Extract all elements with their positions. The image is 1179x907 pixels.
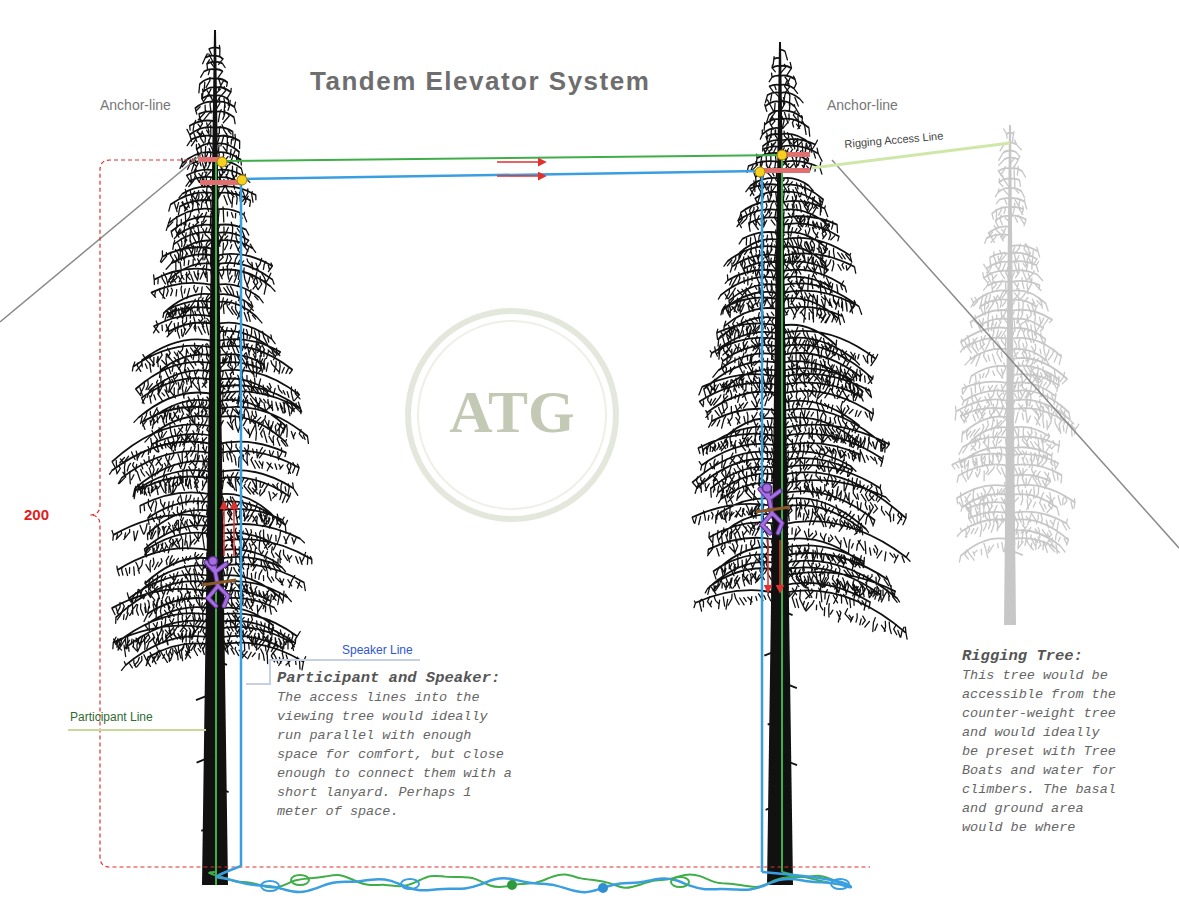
speaker-rope	[240, 179, 243, 866]
anchor-sling	[760, 168, 810, 173]
participant-note: Participant and Speaker: The access line…	[277, 668, 519, 820]
trees	[110, 30, 1079, 885]
climber-figure	[756, 484, 790, 534]
anchor-line-label: Anchor-line	[827, 97, 898, 113]
rigging-access-line	[812, 143, 1010, 168]
pulley	[777, 150, 787, 160]
tree-foliage	[110, 46, 312, 671]
tree-illustration	[692, 42, 910, 885]
participant-rope	[222, 155, 782, 161]
tree-illustration	[952, 125, 1079, 625]
direction-arrow	[497, 161, 545, 163]
watermark-ring	[408, 311, 616, 519]
climbers	[202, 484, 790, 607]
tree-foliage	[952, 129, 1079, 562]
direction-arrow	[223, 502, 225, 556]
participant-line-label: Participant Line	[70, 710, 153, 724]
height-dimension-value: 200	[24, 506, 49, 523]
watermark-logo: ATG	[422, 378, 602, 447]
direction-arrow	[779, 540, 781, 592]
rope-bag	[598, 883, 608, 893]
climber-figure	[763, 484, 772, 493]
rope-loop	[831, 879, 849, 889]
anchor-line	[0, 153, 203, 322]
rope-loop	[401, 879, 419, 889]
anchor-line-label: Anchor-line	[100, 97, 171, 113]
leader-line	[68, 729, 206, 731]
note-heading: Participant and Speaker:	[277, 669, 500, 687]
participant-rope	[215, 160, 217, 885]
rope-coil	[209, 872, 841, 888]
direction-arrow	[497, 175, 545, 177]
height-dimension	[90, 160, 870, 867]
note-heading: Rigging Tree:	[962, 647, 1124, 665]
note-body: This tree would be accessible from the c…	[962, 668, 1116, 835]
speaker-rope	[242, 171, 760, 179]
rope-loop	[291, 875, 309, 885]
speaker-line-label: Speaker Line	[342, 643, 413, 657]
climber-figure	[202, 580, 236, 585]
direction-arrow	[233, 502, 235, 556]
climber-figure	[756, 507, 790, 512]
direction-arrow	[767, 540, 769, 592]
participant-rope	[781, 155, 783, 872]
diagram-title: Tandem Elevator System	[310, 66, 650, 97]
pulley	[217, 157, 227, 167]
rigging-access-label: Rigging Access Line	[844, 129, 944, 150]
rope-bag	[507, 880, 517, 890]
ground-rope-coils	[209, 866, 851, 893]
climber-figure	[209, 557, 218, 566]
rope-coil	[217, 866, 851, 892]
pulley	[237, 175, 247, 185]
rope-loop	[671, 877, 689, 887]
rope-loop	[261, 881, 279, 891]
rigging-tree-note: Rigging Tree: This tree would be accessi…	[962, 647, 1124, 836]
anchor-sling	[200, 180, 242, 185]
note-body: The access lines into the viewing tree w…	[277, 690, 512, 819]
watermark-ring	[418, 321, 606, 509]
anchor-line	[832, 160, 1179, 548]
climber-figure	[202, 557, 236, 607]
pulley	[755, 167, 765, 177]
tree-branches	[952, 133, 1076, 556]
